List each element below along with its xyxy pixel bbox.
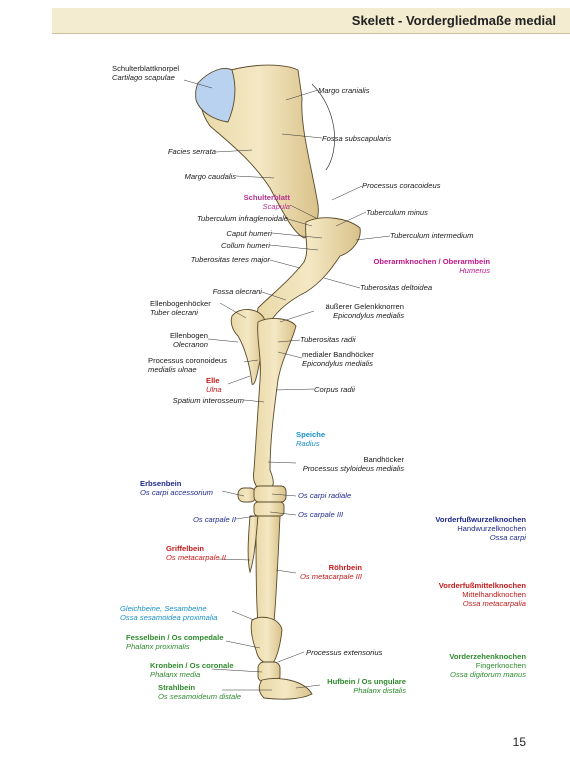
hoof-shape xyxy=(258,678,313,700)
label-margo-cranialis: Margo cranialis xyxy=(318,86,370,95)
label-bandhoecker-medial: medialer Bandhöcker Epicondylus medialis xyxy=(302,350,374,368)
label-tuberositas-radii: Tuberositas radii xyxy=(300,335,356,344)
label-gelenkknorren: äußerer Gelenkknorren Epicondylus medial… xyxy=(325,302,404,320)
label-tuberculum-intermedium: Tuberculum intermedium xyxy=(390,231,474,240)
label-speiche: Speiche Radius xyxy=(296,430,326,448)
label-strahlbein: Strahlbein Os sesamoideum distale xyxy=(158,683,242,701)
label-margo-caudalis: Margo caudalis xyxy=(184,172,237,181)
margo-cranialis-arrow xyxy=(311,83,335,171)
label-processus-coracoideus: Processus coracoideus xyxy=(362,181,441,190)
label-os-carpale-ii: Os carpale II xyxy=(192,515,236,524)
label-corpus-radii: Corpus radii xyxy=(314,385,355,394)
label-gleichbeine: Gleichbeine, Sesambeine Ossa sesamoidea … xyxy=(120,604,218,622)
label-schulterblatt: Schulterblatt Scapula xyxy=(243,193,290,211)
label-os-carpale-iii: Os carpale III xyxy=(298,510,344,519)
label-vorderfussmittel: Vorderfußmittelknochen Mittelhandknochen… xyxy=(438,581,526,608)
splint-shape xyxy=(247,515,259,574)
label-os-carpi-radiale: Os carpi radiale xyxy=(298,491,352,500)
ulna-shape xyxy=(230,309,265,385)
label-processus-extensorius: Processus extensorius xyxy=(306,648,383,657)
cartilage-shape xyxy=(195,68,236,123)
label-collum-humeri: Collum humeri xyxy=(221,241,270,250)
page-title: Skelett - Vordergliedmaße medial xyxy=(351,13,556,28)
metacarpal-shape xyxy=(255,515,281,630)
label-schulterblattknorpel: Schulterblattknorpel Cartilago scapulae xyxy=(112,64,180,82)
label-fossa-subscapularis: Fossa subscapularis xyxy=(322,134,392,143)
label-ellenbogen: Ellenbogen Olecranon xyxy=(169,331,208,349)
page-header: Skelett - Vordergliedmaße medial xyxy=(52,8,570,34)
label-vorderzehen: Vorderzehenknochen Fingerknochen Ossa di… xyxy=(449,652,526,679)
label-tuberositas-deltoidea: Tuberositas deltoidea xyxy=(360,283,433,292)
fetlock-shape xyxy=(250,616,283,665)
label-caput-humeri: Caput humeri xyxy=(226,229,272,238)
label-hufbein: Hufbein / Os ungulare Phalanx distalis xyxy=(327,677,406,695)
label-oberarmknochen: Oberarmknochen / Oberarmbein Humerus xyxy=(373,257,490,275)
label-fesselbein: Fesselbein / Os compedale Phalanx proxim… xyxy=(126,633,224,651)
page-number: 15 xyxy=(512,735,526,749)
carpal-shape-2 xyxy=(253,485,287,503)
label-ellenbogenhoecker: Ellenbogenhöcker Tuber olecrani xyxy=(150,299,211,317)
label-elle: Elle Ulna xyxy=(206,376,222,394)
label-roehrbein: Röhrbein Os metacarpale III xyxy=(299,563,362,581)
label-tuberculum-minus: Tuberculum minus xyxy=(366,208,428,217)
leader-lines xyxy=(183,79,391,691)
label-kronbein: Kronbein / Os coronale Phalanx media xyxy=(150,661,234,679)
humerus-shape xyxy=(257,217,361,323)
label-griffelbein: Griffelbein Os metacarpale II xyxy=(166,544,226,562)
label-erbsenbein: Erbsenbein Os carpi accessorium xyxy=(140,479,214,497)
label-tuberculum-infraglenoidale: Tuberculum infraglenoidale xyxy=(196,214,288,223)
label-bandhoecker: Bandhöcker Processus styloideus medialis xyxy=(302,455,404,473)
carpal-shape-3 xyxy=(253,501,285,517)
label-facies-serrata: Facies serrata xyxy=(167,147,216,156)
radius-shape xyxy=(253,318,297,493)
label-tuberositas-teres-major: Tuberositas teres major xyxy=(190,255,270,264)
label-vorderfusswurzel: Vorderfußwurzelknochen Handwurzelknochen… xyxy=(435,515,526,542)
label-processus-coronoideus: Processus coronoideus medialis ulnae xyxy=(148,356,227,374)
label-fossa-olecrani: Fossa olecrani xyxy=(212,287,262,296)
label-spatium-interosseum: Spatium interosseum xyxy=(172,396,244,405)
